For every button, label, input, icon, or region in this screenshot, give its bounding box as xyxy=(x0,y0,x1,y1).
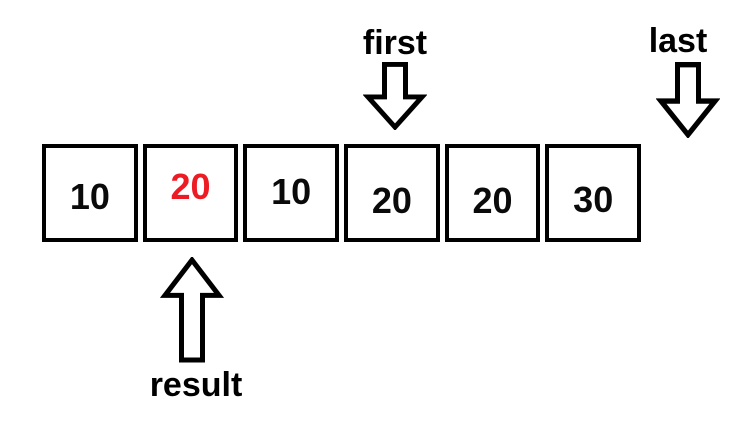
array-cell-value: 20 xyxy=(170,166,211,207)
array-cell-value: 20 xyxy=(472,180,513,221)
pointer-first-label: first xyxy=(362,24,428,62)
array-cell-value: 10 xyxy=(69,176,110,217)
array: 10 20 10 20 20 30 xyxy=(42,144,642,242)
array-cell: 20 xyxy=(344,144,440,242)
array-cell: 20 xyxy=(142,144,239,242)
array-cell-value: 10 xyxy=(271,171,312,212)
array-cell: 30 xyxy=(545,144,642,242)
array-cell-value: 30 xyxy=(573,179,614,220)
last-down-arrow-icon xyxy=(656,62,720,138)
array-cell: 10 xyxy=(42,144,138,242)
array-cell: 20 xyxy=(444,144,541,242)
array-cell: 10 xyxy=(243,144,340,242)
array-cell-value: 20 xyxy=(371,180,412,221)
result-up-arrow-icon xyxy=(160,257,224,363)
pointer-result-label: result xyxy=(149,366,243,404)
first-down-arrow-icon xyxy=(363,62,427,130)
pointer-last-label: last xyxy=(648,22,708,60)
